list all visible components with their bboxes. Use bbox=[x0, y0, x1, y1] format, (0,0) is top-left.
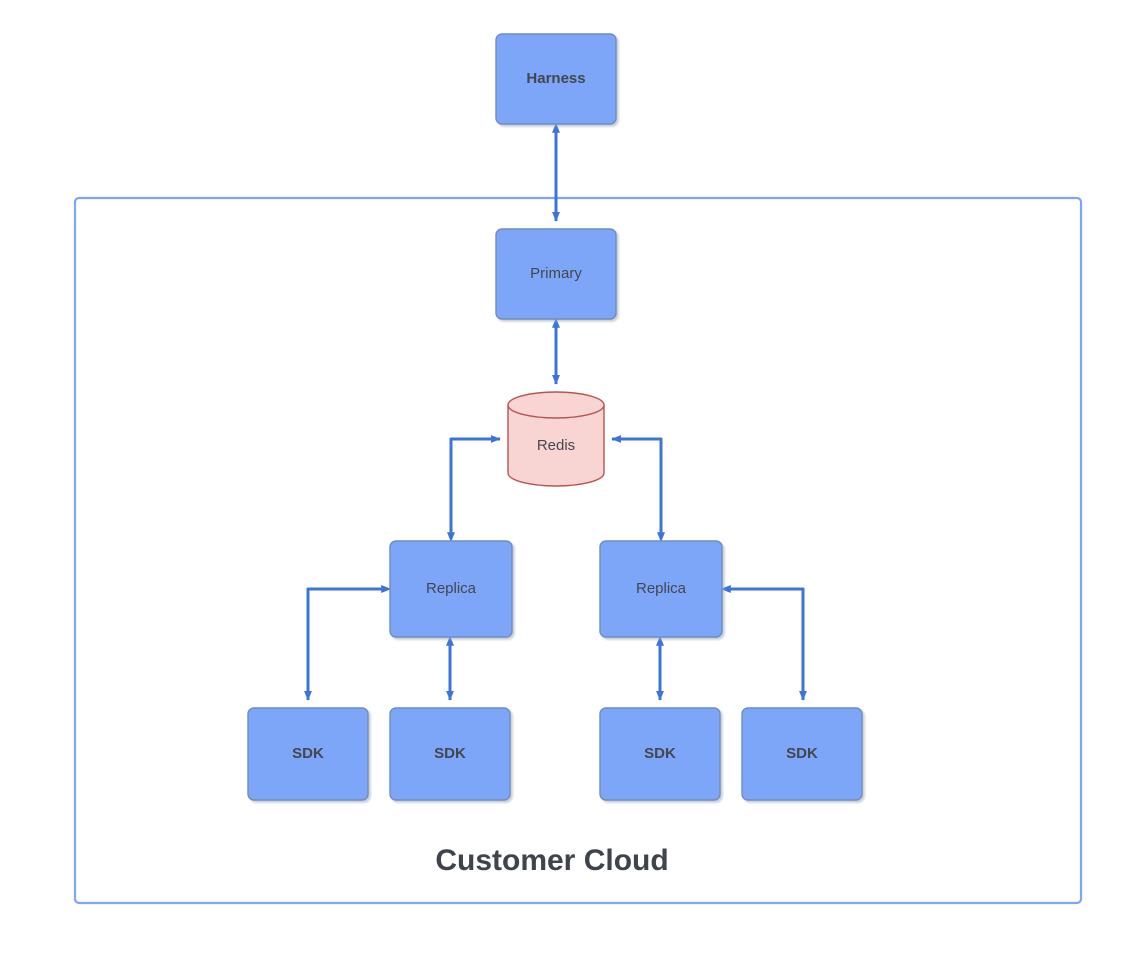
sdk-2-label: SDK bbox=[434, 745, 466, 762]
node-sdk-3[interactable]: SDK bbox=[599, 707, 721, 801]
group-customer-cloud: Customer Cloud bbox=[73, 196, 1083, 905]
node-primary[interactable]: Primary bbox=[495, 228, 617, 320]
replica-right-label: Replica bbox=[636, 580, 687, 597]
node-sdk-2[interactable]: SDK bbox=[389, 707, 511, 801]
node-sdk-1[interactable]: SDK bbox=[247, 707, 369, 801]
edge-redis-replica-left bbox=[447, 435, 501, 543]
sdk-2-box[interactable] bbox=[389, 707, 511, 801]
customer-cloud-border bbox=[73, 196, 1083, 905]
redis-cylinder-top bbox=[507, 391, 605, 419]
node-sdk-4[interactable]: SDK bbox=[741, 707, 863, 801]
customer-cloud-label: Customer Cloud bbox=[435, 844, 668, 877]
sdk-4-label: SDK bbox=[786, 745, 818, 762]
replica-right-box[interactable] bbox=[599, 540, 723, 638]
redis-label: Redis bbox=[537, 437, 575, 454]
harness-label: Harness bbox=[526, 70, 585, 87]
edge-redis-replica-right bbox=[611, 435, 665, 543]
node-replica-right[interactable]: Replica bbox=[599, 540, 723, 638]
node-replica-left[interactable]: Replica bbox=[389, 540, 513, 638]
replica-left-label: Replica bbox=[426, 580, 477, 597]
sdk-1-label: SDK bbox=[292, 745, 324, 762]
node-harness[interactable]: Harness bbox=[495, 33, 617, 125]
node-redis[interactable]: Redis bbox=[507, 391, 605, 487]
sdk-4-box[interactable] bbox=[741, 707, 863, 801]
sdk-1-box[interactable] bbox=[247, 707, 369, 801]
connector-layer bbox=[304, 122, 807, 701]
primary-box[interactable] bbox=[495, 228, 617, 320]
primary-label: Primary bbox=[530, 265, 582, 282]
sdk-3-label: SDK bbox=[644, 745, 676, 762]
sdk-3-box[interactable] bbox=[599, 707, 721, 801]
harness-box[interactable] bbox=[495, 33, 617, 125]
redis-cylinder-body[interactable] bbox=[507, 404, 605, 487]
edge-replica-left-sdk-1 bbox=[304, 585, 392, 701]
edge-replica-right-sdk-4 bbox=[720, 585, 807, 701]
replica-left-box[interactable] bbox=[389, 540, 513, 638]
